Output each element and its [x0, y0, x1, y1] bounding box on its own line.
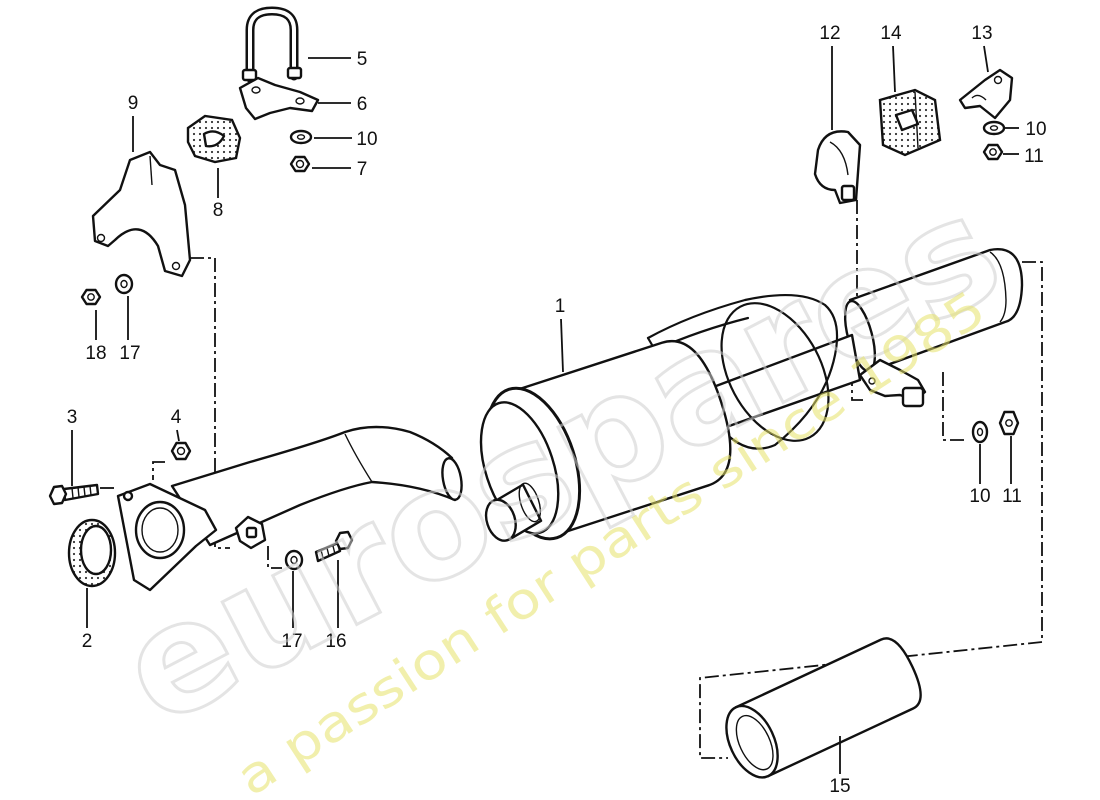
part-label-3: 3	[67, 407, 78, 428]
leader-line	[176, 429, 180, 442]
part-label-1: 1	[555, 296, 566, 317]
part-labels: 5 6 10 7 8 9 18 17 3 4 2 17 16 1 12 14 1…	[67, 23, 1047, 797]
pipe-flange	[116, 482, 218, 592]
part-label-10-lower: 10	[969, 486, 990, 507]
gasket-ring	[67, 518, 117, 588]
u-bolt	[241, 6, 303, 83]
part-label-11-right: 11	[1024, 146, 1044, 167]
dash-line-washer-17	[267, 546, 282, 569]
bracket-9	[91, 150, 192, 278]
part-label-15: 15	[829, 776, 850, 797]
nut-11-right	[982, 143, 1004, 161]
part-label-10-top: 10	[356, 129, 377, 150]
part-label-10-right: 10	[1025, 119, 1046, 140]
part-label-9: 9	[128, 93, 139, 114]
part-label-2: 2	[82, 631, 93, 652]
leader-line	[983, 45, 989, 73]
nut-7	[289, 155, 311, 173]
leader-line	[560, 318, 564, 373]
dash-line-washer-10	[942, 372, 966, 441]
leader-lines	[71, 45, 1019, 774]
part-label-5: 5	[357, 49, 368, 70]
dash-line-bracket-9	[190, 257, 230, 549]
part-label-17-top: 17	[119, 343, 140, 364]
part-label-12: 12	[819, 23, 840, 44]
part-label-17-lower: 17	[281, 631, 302, 652]
nut-4	[170, 441, 192, 461]
rubber-mount-8	[186, 114, 242, 164]
bolt-3	[48, 483, 100, 506]
bracket-6	[238, 76, 320, 121]
part-label-14: 14	[880, 23, 902, 44]
part-label-11-lower: 11	[1002, 486, 1022, 507]
clamp-12	[813, 130, 862, 205]
assembly-dash-lines	[100, 200, 1043, 759]
part-label-6: 6	[357, 94, 368, 115]
rubber-block-14	[878, 88, 942, 157]
pipe-clamp-front	[234, 515, 267, 550]
tail-pipe	[725, 637, 922, 779]
part-label-16: 16	[325, 631, 346, 652]
leader-line	[892, 45, 896, 93]
part-label-13: 13	[971, 23, 992, 44]
main-muffler	[479, 340, 732, 542]
washer-17-top	[114, 273, 134, 295]
part-label-8: 8	[213, 200, 224, 221]
nut-11-lower	[998, 410, 1020, 436]
nut-18	[80, 288, 102, 306]
front-pipe	[170, 425, 463, 547]
part-label-18: 18	[85, 343, 106, 364]
bracket-13	[958, 68, 1014, 120]
dash-line-nut-4	[152, 461, 165, 480]
washer-17-lower	[284, 549, 304, 571]
part-label-4: 4	[171, 407, 182, 428]
washer-10-lower	[971, 420, 989, 444]
dash-line-tailpipe	[699, 261, 1043, 759]
bolt-16	[314, 530, 354, 563]
washer-10-top	[289, 129, 313, 145]
part-label-7: 7	[357, 159, 368, 180]
washer-10-right	[982, 120, 1006, 136]
rear-pipe-bracket	[858, 358, 927, 408]
